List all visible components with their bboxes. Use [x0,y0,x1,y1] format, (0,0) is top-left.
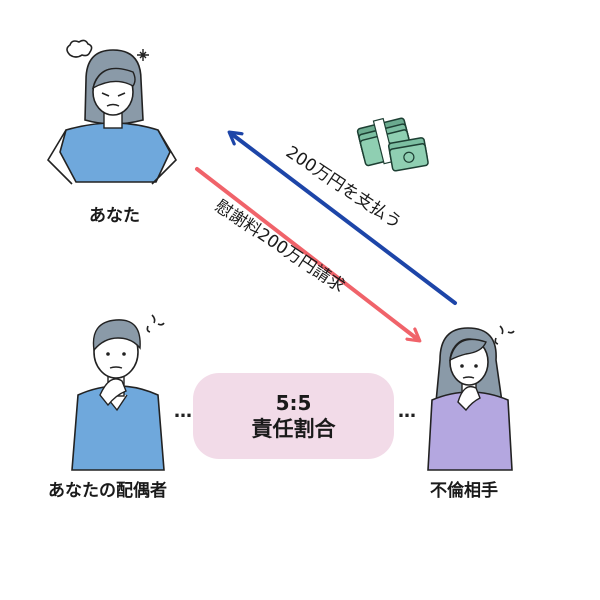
payment-arrow [227,130,457,305]
partner-label: 不倫相手 [430,481,498,501]
angry-woman-hands-on-hips-icon [46,39,178,185]
you-label: あなた [89,206,140,226]
claim-arrow [195,167,422,343]
ratio-label: 責任割合 [251,416,336,441]
responsibility-ratio-box: 5:5 責任割合 [193,373,394,459]
spouse-label: あなたの配偶者 [48,481,167,501]
ratio-value: 5:5 [275,390,312,415]
left-connector-dots: … [174,401,194,422]
cash-stack-icon [356,117,429,172]
right-connector-dots: … [398,401,418,422]
worried-man-icon [71,314,165,471]
worried-woman-icon [427,325,515,471]
